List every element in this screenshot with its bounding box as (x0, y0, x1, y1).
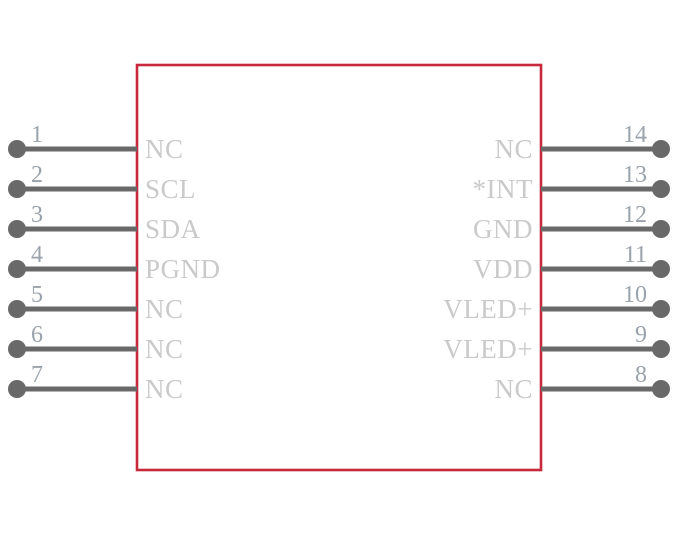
pin-terminal-5[interactable] (8, 300, 26, 318)
pin-terminal-13[interactable] (652, 180, 670, 198)
pin-label-8: NC (494, 374, 533, 404)
pin-14[interactable]: NC 14 (494, 122, 670, 164)
pin-6[interactable]: NC 6 (8, 322, 184, 364)
pin-terminal-6[interactable] (8, 340, 26, 358)
pin-label-2: SCL (145, 174, 196, 204)
pin-number-12: 12 (623, 202, 647, 228)
pin-terminal-9[interactable] (652, 340, 670, 358)
pin-number-10: 10 (623, 282, 647, 308)
pin-number-5: 5 (31, 282, 43, 308)
pin-2[interactable]: SCL 2 (8, 162, 196, 204)
pin-label-4: PGND (145, 254, 221, 284)
pin-13[interactable]: *INT 13 (473, 162, 670, 204)
pin-number-14: 14 (623, 122, 647, 148)
pin-4[interactable]: PGND 4 (8, 242, 221, 284)
pin-terminal-8[interactable] (652, 380, 670, 398)
pin-number-4: 4 (31, 242, 43, 268)
pin-number-1: 1 (31, 122, 43, 148)
pin-terminal-14[interactable] (652, 140, 670, 158)
pin-label-11: VDD (473, 254, 533, 284)
pin-terminal-7[interactable] (8, 380, 26, 398)
pin-8[interactable]: NC 8 (494, 362, 670, 404)
pin-number-6: 6 (31, 322, 43, 348)
pin-label-13: *INT (473, 174, 533, 204)
pin-number-11: 11 (624, 242, 647, 268)
pin-label-5: NC (145, 294, 184, 324)
pin-label-3: SDA (145, 214, 201, 244)
pin-9[interactable]: VLED+ 9 (443, 322, 670, 364)
pin-label-9: VLED+ (443, 334, 533, 364)
pin-number-7: 7 (31, 362, 43, 388)
pin-number-13: 13 (623, 162, 647, 188)
pin-number-8: 8 (635, 362, 647, 388)
pin-10[interactable]: VLED+ 10 (443, 282, 670, 324)
pin-11[interactable]: VDD 11 (473, 242, 670, 284)
pin-12[interactable]: GND 12 (473, 202, 670, 244)
pin-label-14: NC (494, 134, 533, 164)
pin-5[interactable]: NC 5 (8, 282, 184, 324)
pin-label-10: VLED+ (443, 294, 533, 324)
pin-number-9: 9 (635, 322, 647, 348)
pin-terminal-2[interactable] (8, 180, 26, 198)
pin-terminal-1[interactable] (8, 140, 26, 158)
pin-label-6: NC (145, 334, 184, 364)
pin-terminal-11[interactable] (652, 260, 670, 278)
pin-1[interactable]: NC 1 (8, 122, 184, 164)
pin-number-2: 2 (31, 162, 43, 188)
pin-terminal-12[interactable] (652, 220, 670, 238)
pin-number-3: 3 (31, 202, 43, 228)
pin-3[interactable]: SDA 3 (8, 202, 201, 244)
pin-label-7: NC (145, 374, 184, 404)
pin-label-1: NC (145, 134, 184, 164)
pin-terminal-4[interactable] (8, 260, 26, 278)
pin-7[interactable]: NC 7 (8, 362, 184, 404)
pin-label-12: GND (473, 214, 533, 244)
pin-terminal-10[interactable] (652, 300, 670, 318)
pin-terminal-3[interactable] (8, 220, 26, 238)
